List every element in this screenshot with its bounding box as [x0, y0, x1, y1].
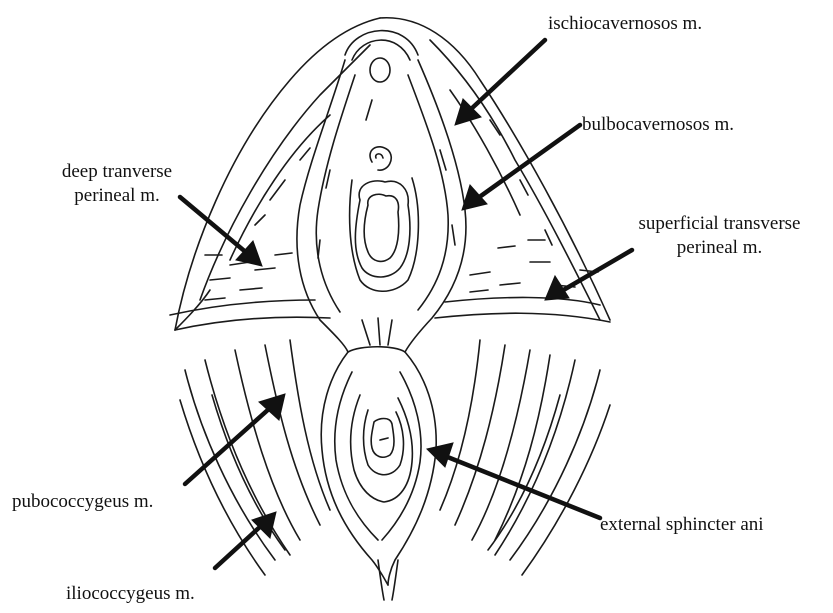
superficial-transverse-perineal-muscle [435, 240, 610, 322]
urethral-opening [370, 147, 391, 170]
arrow-bulbocavernosos [462, 125, 580, 210]
external-anal-sphincter [321, 352, 436, 585]
label-deep-transverse-line1: deep tranverse [22, 160, 212, 184]
vaginal-opening [350, 178, 419, 291]
arrow-iliococcygeus [215, 512, 276, 568]
ischiocavernosus-muscle-right [380, 18, 610, 320]
clitoral-hood [345, 31, 418, 82]
label-superficial-transverse-line1: superficial transverse [606, 212, 833, 236]
label-pubococcygeus: pubococcygeus m. [12, 490, 153, 514]
label-superficial-transverse-perineal: superficial transverse perineal m. [606, 212, 833, 260]
label-deep-transverse-line2: perineal m. [22, 184, 212, 208]
bulbocavernosus-muscle [297, 60, 466, 352]
label-deep-transverse-perineal: deep tranverse perineal m. [22, 160, 212, 208]
label-ischiocavernosos: ischiocavernosos m. [548, 12, 702, 36]
arrow-external-sphincter [427, 443, 600, 518]
label-external-sphincter-ani: external sphincter ani [600, 513, 764, 537]
perineal-body [348, 318, 405, 352]
arrow-pubococcygeus [185, 394, 285, 484]
label-superficial-transverse-line2: perineal m. [606, 236, 833, 260]
label-iliococcygeus: iliococcygeus m. [66, 582, 195, 606]
label-bulbocavernosos: bulbocavernosos m. [582, 113, 734, 137]
